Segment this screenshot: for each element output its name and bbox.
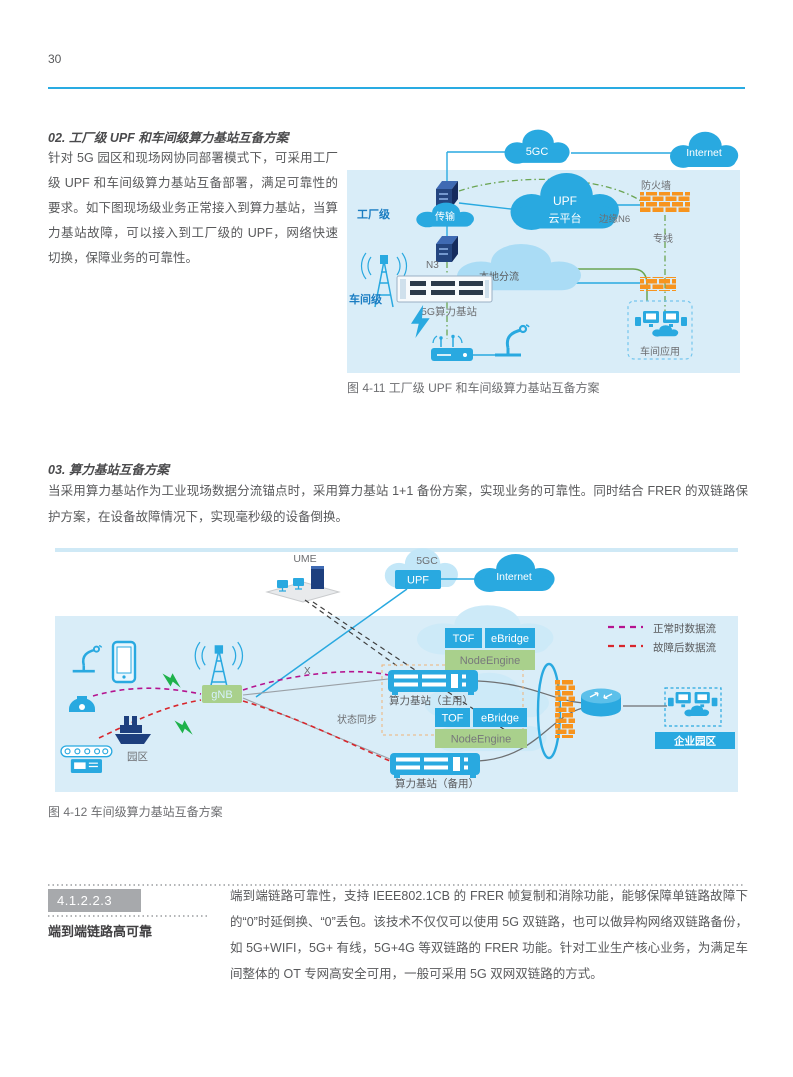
ebridge-box [485,628,535,648]
nodeengine-label: NodeEngine [460,655,521,667]
top-divider-rule [48,87,745,89]
ume-label: UME [293,553,316,565]
backup-rack-label: 算力基站（备用） [395,777,479,790]
ebridge-label: eBridge [491,633,529,645]
firewall-icon [640,277,676,291]
gnb-box [202,685,242,703]
antenna-tower-icon [360,252,408,308]
server-rack-icon [396,275,493,303]
5g-base-station-label: 5G算力基站 [421,305,478,318]
transmission-cloud-icon: 传输 [416,202,474,228]
dotted-divider-top [48,884,745,886]
primary-rack-icon [388,670,478,695]
upf-cloud-platform-icon: UPF 云平台 [510,173,619,230]
enterprise-park-box [655,732,735,749]
section-number-badge: 4.1.2.2.3 [48,889,141,912]
factory-level-label: 工厂级 [357,207,391,221]
workshop-level-label: 车间级 [349,292,383,306]
phone-icon [111,640,137,684]
internet-cloud-icon: Internet [474,554,555,592]
gnb-label: gNB [211,689,232,701]
primary-rack-label: 算力基站（主用） [389,694,473,707]
robot-arm-icon [495,324,530,357]
dedicated-line-label: 专线 [653,232,673,245]
internet-cloud-icon: Internet [670,131,739,168]
protection-group-box [381,664,524,736]
figure-4-12-caption: 图 4-12 车间级算力基站互备方案 [48,805,223,819]
ume-icon [265,566,341,603]
5gc-label: 5GC [526,146,549,158]
5gc-label: 5GC [416,555,438,567]
nodeengine-box [435,729,527,748]
cpe-router-icon [431,334,473,361]
section-heading: 端到端链路高可靠 [48,924,153,939]
camera-icon [69,696,95,712]
section-03-body: 当采用算力基站作为工业现场数据分流锚点时，采用算力基站 1+1 备份方案，实现业… [48,484,748,524]
firewall-icon [640,192,690,213]
workshop-app-label: 车间应用 [640,345,680,358]
conveyor-icon [60,745,113,774]
legend: 正常时数据流 故障后数据流 [608,622,716,654]
upf-label: UPF [553,194,577,208]
firewall-icon [555,680,575,738]
dotted-divider-under-badge [48,915,208,917]
section-02-title: 02. 工厂级 UPF 和车间级算力基站互备方案 [48,131,289,145]
internet-label: Internet [496,571,532,583]
figure-4-11: 5GC Internet 工厂级 [347,125,740,373]
ebridge-box [473,708,527,727]
tof-box [435,708,470,727]
5gc-cloud-icon: 5GC UPF [384,548,458,589]
gnb-tower-icon [194,641,244,693]
section-02-body: 针对 5G 园区和现场网协同部署模式下，可采用工厂级 UPF 和车间级算力基站互… [48,151,338,265]
figure-top-strip [55,548,738,552]
legend-failure-label: 故障后数据流 [653,641,716,654]
dedicated-line-paths [446,178,666,339]
enterprise-park-label: 企业园区 [673,735,716,748]
cloud-platform-label: 云平台 [549,211,582,225]
legend-normal-label: 正常时数据流 [653,622,716,635]
computer-cluster-icon [668,692,718,717]
5gc-cloud-icon: 5GC [504,129,570,164]
figure-4-11-diagram: 5GC Internet 工厂级 [347,129,740,373]
page-number: 30 [48,52,62,66]
figure-4-12: UME 5GC UPF Internet [55,548,738,792]
section-4123-body: 端到端链路可靠性，支持 IEEE802.1CB 的 FRER 帧复制和消除功能，… [230,889,748,981]
upf-label: UPF [407,575,429,587]
computer-cluster-icon [635,311,687,337]
robot-arm-icon [72,645,103,673]
n3-label: N3 [426,260,439,271]
figure-4-11-caption: 图 4-11 工厂级 UPF 和车间级算力基站互备方案 [347,381,600,395]
tof-box [445,628,482,648]
switch-icon [436,236,458,262]
nodeengine-label: NodeEngine [451,734,512,746]
router-icon [581,688,621,717]
upf-box [395,570,441,589]
ebridge-label: eBridge [481,713,519,725]
edge-n6-label: 边缘N6 [599,213,630,225]
figure-4-12-diagram: UME 5GC UPF Internet [55,548,738,792]
firewall-label: 防火墙 [641,179,671,192]
workshop-app-box [627,300,693,360]
ship-icon [115,716,151,744]
tof-label: TOF [442,713,464,725]
transmission-label: 传输 [435,210,455,223]
state-sync-label: 状态同步 [337,713,377,726]
nodeengine-box [445,650,535,670]
backup-rack-icon [390,753,480,778]
park-label: 园区 [127,751,148,763]
section-03-title: 03. 算力基站互备方案 [48,463,169,477]
x-mark-label: X [304,666,311,677]
switch-icon [436,181,458,207]
internet-label: Internet [686,147,722,159]
tof-label: TOF [453,633,475,645]
enterprise-cluster-box [664,687,722,727]
